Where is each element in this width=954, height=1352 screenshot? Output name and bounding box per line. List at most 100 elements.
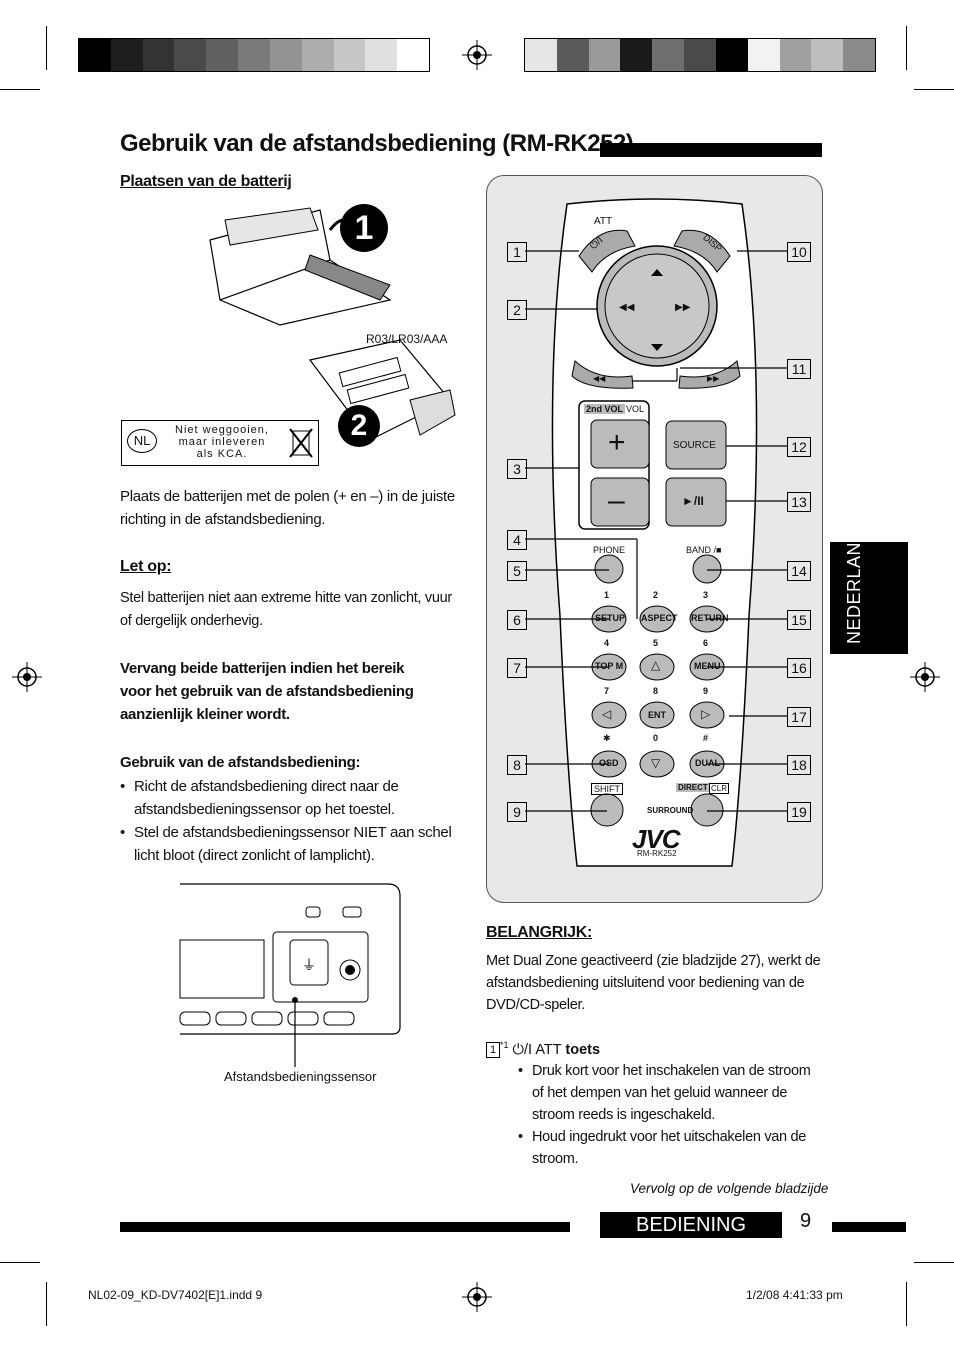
registration-mark-icon xyxy=(12,662,42,692)
band-label: BAND /■ xyxy=(686,545,722,555)
callout-6: 6 xyxy=(507,610,527,630)
key1-bullet: Druk kort voor het inschakelen van de st… xyxy=(518,1060,823,1126)
key1-heading: 1*1 ⏻/I ATT toets xyxy=(486,1040,600,1058)
color-swatch xyxy=(269,39,302,71)
left-arrow-icon: ◁ xyxy=(602,707,612,721)
callout-10: 10 xyxy=(787,242,811,262)
usage-bullet: Stel de afstandsbedieningssensor NIET aa… xyxy=(120,821,455,867)
power-att-icon: ⏻/I xyxy=(512,1041,533,1058)
callout-13: 13 xyxy=(787,492,811,512)
battery-illustration xyxy=(209,207,456,441)
callout-17: 17 xyxy=(787,707,811,727)
callout-3: 3 xyxy=(507,459,527,479)
aspect-label: ASPECT xyxy=(641,613,678,623)
vol-plus-icon: + xyxy=(608,426,626,459)
color-swatch xyxy=(811,39,844,71)
replace-note: Vervang beide batterijen indien het bere… xyxy=(120,660,414,723)
step-2-badge: 2 xyxy=(338,405,380,447)
color-swatch xyxy=(556,39,589,71)
usage-bullet: Richt de afstandsbediening direct naar d… xyxy=(120,775,455,821)
key-0: 0 xyxy=(653,733,659,743)
language-tab: NEDERLANDS xyxy=(830,516,908,654)
color-swatch xyxy=(174,39,207,71)
crop-mark xyxy=(906,1282,907,1326)
kca-text: Niet weggooien, maar inleveren als KCA. xyxy=(162,424,282,460)
callout-7: 7 xyxy=(507,658,527,678)
key1-footnote: *1 xyxy=(500,1040,509,1050)
vol-minus-icon: – xyxy=(608,484,625,517)
registration-mark-icon xyxy=(462,40,492,70)
kca-line: als KCA. xyxy=(196,448,248,460)
key-6: 6 xyxy=(703,638,709,648)
battery-type-label: R03/LR03/AAA xyxy=(366,332,448,346)
color-swatch xyxy=(79,39,111,71)
key-2: 2 xyxy=(653,590,659,600)
section-label: BEDIENING xyxy=(600,1212,782,1238)
battery-heading: Plaatsen van de batterij xyxy=(120,173,292,190)
key-9: 9 xyxy=(703,686,709,696)
important-text: Met Dual Zone geactiveerd (zie bladzijde… xyxy=(486,953,821,1013)
color-swatch xyxy=(301,39,334,71)
down-arrow-icon: ▽ xyxy=(651,756,661,770)
skip-forward-icon: ▶▶ xyxy=(675,302,691,313)
key-hash: # xyxy=(703,733,709,743)
color-swatch xyxy=(397,39,429,71)
registration-mark-icon xyxy=(910,662,940,692)
clr-label: CLR xyxy=(709,783,730,794)
fast-forward-icon: ▶▶ xyxy=(707,374,720,383)
caution-text: Stel batterijen niet aan extreme hitte v… xyxy=(120,590,452,629)
footer-rule-right xyxy=(832,1222,906,1232)
up-arrow-icon: △ xyxy=(651,658,661,672)
callout-8: 8 xyxy=(507,755,527,775)
callout-19: 19 xyxy=(787,802,811,822)
key-1: 1 xyxy=(604,590,610,600)
kca-notice: NL Niet weggooien, maar inleveren als KC… xyxy=(121,420,319,466)
svg-text:⏚: ⏚ xyxy=(302,958,316,974)
color-swatch xyxy=(779,39,812,71)
skip-back-icon: ◀◀ xyxy=(619,302,635,313)
key1-label: toets xyxy=(565,1041,601,1058)
direct-label: DIRECT xyxy=(676,783,710,792)
crop-mark xyxy=(0,1262,40,1263)
callout-5: 5 xyxy=(507,561,527,581)
color-swatch xyxy=(110,39,143,71)
head-unit-illustration: ⏚ xyxy=(179,883,401,1067)
key1-att: ATT xyxy=(535,1041,562,1058)
registration-mark-icon xyxy=(462,1282,492,1312)
crop-mark xyxy=(914,1262,954,1263)
shift-label: SHIFT xyxy=(591,783,623,795)
callout-9: 9 xyxy=(507,802,527,822)
key-5: 5 xyxy=(653,638,659,648)
usage-list: Richt de afstandsbediening direct naar d… xyxy=(120,775,455,867)
key1-list: Druk kort voor het inschakelen van de st… xyxy=(518,1060,823,1170)
color-swatch xyxy=(365,39,398,71)
kca-line: maar inleveren xyxy=(178,436,266,448)
continued-note: Vervolg op de volgende bladzijde xyxy=(630,1181,829,1196)
jvc-logo: JVC xyxy=(632,824,681,854)
kca-country-badge: NL xyxy=(127,429,157,453)
surround-label: SURROUND xyxy=(647,806,694,815)
play-pause-icon: ►/II xyxy=(682,494,704,508)
page-title: Gebruik van de afstandsbediening (RM-RK2… xyxy=(120,130,634,157)
callout-12: 12 xyxy=(787,437,811,457)
step-1-badge: 1 xyxy=(340,204,388,252)
callout-11: 11 xyxy=(787,359,811,379)
callout-1: 1 xyxy=(507,242,527,262)
callout-14: 14 xyxy=(787,561,811,581)
vol-2nd-label: 2nd VOL xyxy=(584,404,626,414)
return-label: RETURN xyxy=(691,613,729,623)
color-swatch xyxy=(620,39,653,71)
key-7: 7 xyxy=(604,686,610,696)
remote-diagram: 1 2 3 4 5 6 7 8 9 10 11 12 13 14 15 16 1… xyxy=(486,175,823,903)
color-swatch xyxy=(715,39,748,71)
slug-date: 1/2/08 4:41:33 pm xyxy=(746,1288,843,1302)
page-number: 9 xyxy=(800,1210,812,1232)
color-swatch xyxy=(843,39,875,71)
kca-line: Niet weggooien, xyxy=(175,424,269,436)
callout-2: 2 xyxy=(507,300,527,320)
bin-crossed-icon xyxy=(289,428,313,458)
color-swatch xyxy=(588,39,621,71)
color-swatch xyxy=(652,39,685,71)
remote-body xyxy=(525,198,787,867)
color-swatch xyxy=(238,39,270,71)
